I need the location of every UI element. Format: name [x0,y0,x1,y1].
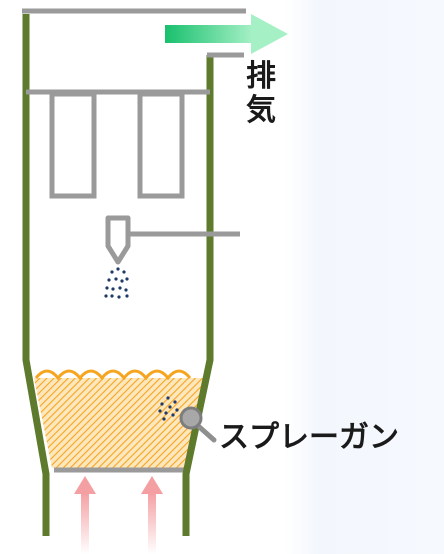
side-spray-droplets [158,396,179,421]
spray-gun-label: スプレーガン [219,420,399,455]
exhaust-arrow-icon [165,14,288,54]
spray-nozzle-icon [105,215,240,265]
inlet-arrow-right [141,476,163,554]
bag-filters [26,89,210,199]
filter-bag-left [49,91,97,199]
exhaust-duct [22,8,246,58]
exhaust-label: 排気 [246,59,276,128]
top-spray-droplets [104,267,129,299]
powder-surface [34,369,192,381]
powder-bed [34,369,204,468]
inlet-arrow-left [74,476,96,554]
vessel-wall-left [22,14,50,536]
spray-gun-icon [179,406,217,443]
filter-bag-right [137,91,185,199]
vessel-wall-right [182,55,214,536]
